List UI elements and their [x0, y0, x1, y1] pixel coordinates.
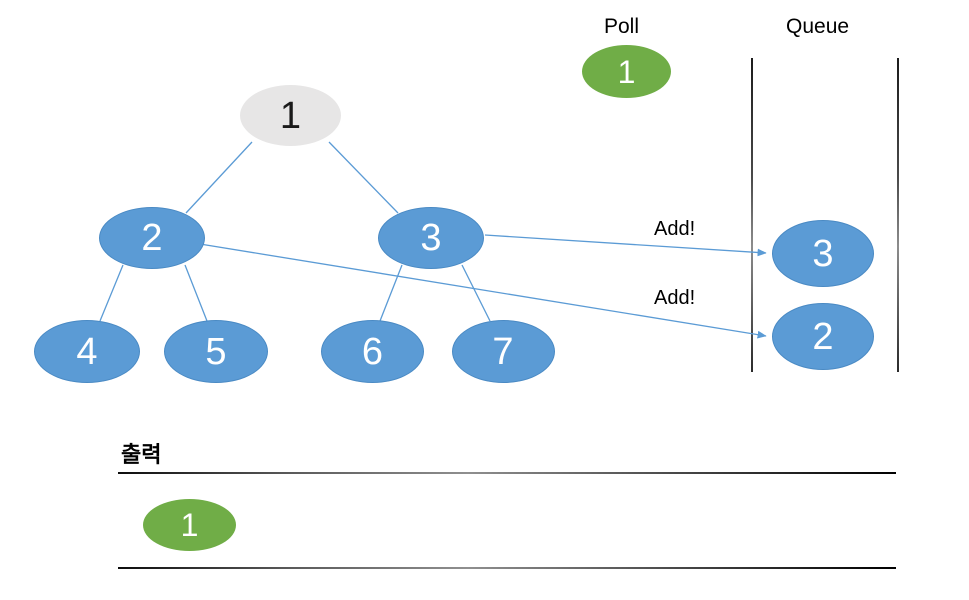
tree-edge-n3-n6	[379, 264, 403, 322]
tree-edge-root-n3	[328, 141, 399, 214]
tree-node-1: 1	[240, 85, 341, 146]
queue-left-border	[751, 58, 753, 372]
node-value: 4	[76, 330, 98, 373]
add-arrow-label-1: Add!	[654, 287, 696, 309]
poll-label: Poll	[604, 15, 640, 38]
node-value: 3	[812, 232, 834, 275]
tree-edge-n2-n5	[184, 264, 208, 322]
output-item-0: 1	[143, 499, 236, 551]
queue-item-1: 2	[772, 303, 874, 370]
poll-node: 1	[582, 45, 671, 98]
tree-node-7: 7	[451, 320, 555, 383]
tree-node-2: 2	[99, 207, 205, 269]
output-rule-bottom	[118, 567, 896, 569]
node-value: 2	[141, 217, 163, 259]
queue-label: Queue	[786, 15, 850, 38]
add-arrow-0	[484, 234, 767, 257]
tree-node-5: 5	[164, 320, 268, 383]
queue-item-0: 3	[772, 220, 874, 287]
node-value: 7	[492, 330, 514, 373]
output-rule-top	[118, 472, 896, 474]
node-value: 3	[420, 217, 442, 259]
tree-edge-n2-n4	[99, 264, 124, 322]
node-value: 2	[812, 315, 834, 358]
tree-node-3: 3	[378, 207, 484, 269]
tree-edge-root-n2	[185, 141, 253, 214]
node-value: 6	[361, 330, 384, 373]
node-value: 1	[180, 507, 199, 543]
add-arrow-label-0: Add!	[654, 218, 696, 240]
output-title: 출력	[121, 442, 162, 467]
queue-right-border	[897, 58, 899, 372]
node-value: 1	[279, 94, 302, 137]
node-value: 5	[205, 330, 227, 373]
node-value: 1	[617, 53, 636, 90]
tree-edge-n3-n7	[461, 264, 491, 322]
tree-node-4: 4	[34, 320, 140, 383]
tree-node-6: 6	[321, 320, 424, 383]
